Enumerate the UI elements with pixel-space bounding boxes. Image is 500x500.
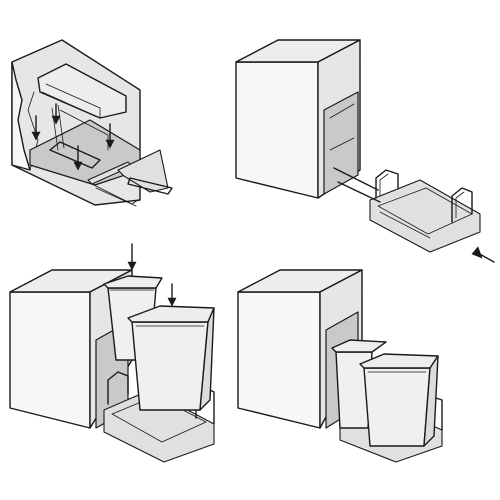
cabinet-opening <box>323 91 359 195</box>
panel-step-2 <box>235 39 495 263</box>
drop-arrow-2-icon <box>167 283 177 307</box>
frame-bracket-rear <box>451 187 473 223</box>
screw-arrow-1-icon <box>31 115 41 141</box>
pull-out-frame-base <box>369 179 481 253</box>
cabinet-front-panel <box>235 61 319 199</box>
frame-bracket-front <box>375 169 399 199</box>
panel-step-3 <box>9 243 215 463</box>
cabinet-back-wall <box>11 39 141 206</box>
screw-arrow-4-icon <box>51 103 61 125</box>
push-in-arrow-icon <box>471 246 495 263</box>
cabinet-top-shelf <box>37 63 127 119</box>
screw-arrow-3-icon <box>105 123 115 149</box>
panel-step-4 <box>237 269 443 463</box>
screw-arrow-2-icon <box>73 145 83 171</box>
drop-arrow-1-icon <box>127 243 137 271</box>
panel-step-1 <box>11 39 173 207</box>
cabinet-left-side-cutaway <box>11 61 31 171</box>
cabinet-front-panel-3 <box>9 291 91 429</box>
waste-bin-large <box>131 321 209 411</box>
slide-rail-right <box>117 149 169 193</box>
waste-bin-right-installed <box>363 367 431 447</box>
cabinet-front-panel-4 <box>237 291 321 429</box>
